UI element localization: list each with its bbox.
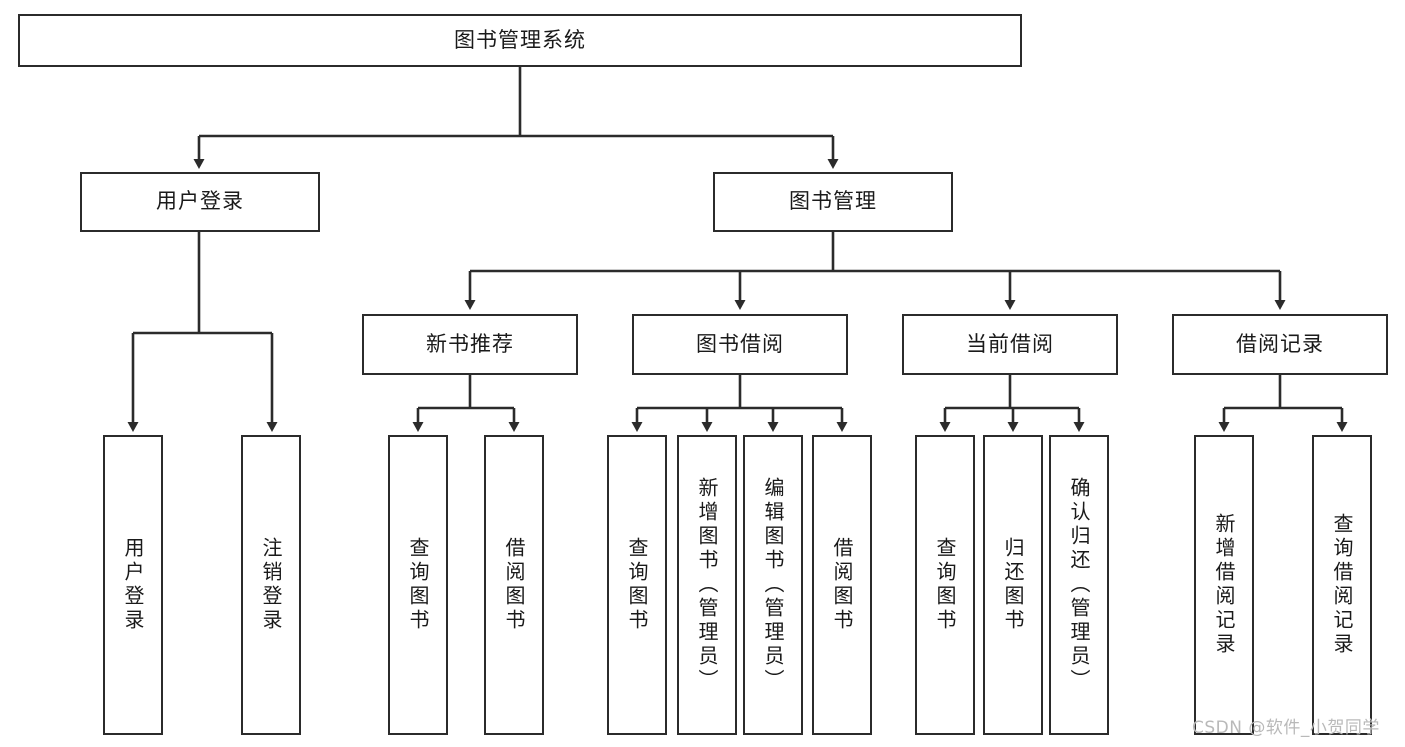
leaf-records-query-record[interactable]: 查询借阅记录 — [1312, 435, 1372, 735]
leaf-borrow-add-book-admin[interactable]: 新增图书（管理员） — [677, 435, 737, 735]
node-label: 查询图书 — [625, 537, 649, 633]
node-label: 借阅图书 — [830, 537, 854, 633]
node-label: 归还图书 — [1001, 537, 1025, 633]
node-label: 图书管理 — [789, 189, 877, 214]
node-label: 新增图书（管理员） — [695, 477, 719, 693]
node-label: 图书借阅 — [696, 331, 784, 356]
node-root-system[interactable]: 图书管理系统 — [18, 14, 1022, 67]
node-label: 新书推荐 — [426, 331, 514, 356]
csdn-watermark: CSDN @软件_小贺同学 — [1192, 718, 1380, 738]
node-label: 确认归还（管理员） — [1067, 477, 1091, 693]
node-new-book-recommend[interactable]: 新书推荐 — [362, 314, 578, 375]
leaf-user-login-logout[interactable]: 注销登录 — [241, 435, 301, 735]
leaf-new-book-borrow[interactable]: 借阅图书 — [484, 435, 544, 735]
node-label: 查询图书 — [406, 537, 430, 633]
node-label: 编辑图书（管理员） — [761, 477, 785, 693]
node-label: 用户登录 — [156, 189, 244, 214]
node-book-borrow[interactable]: 图书借阅 — [632, 314, 848, 375]
leaf-borrow-query-book[interactable]: 查询图书 — [607, 435, 667, 735]
node-label: 查询借阅记录 — [1330, 513, 1354, 657]
node-current-borrow[interactable]: 当前借阅 — [902, 314, 1118, 375]
node-label: 用户登录 — [121, 537, 145, 633]
node-label: 新增借阅记录 — [1212, 513, 1236, 657]
leaf-borrow-borrow-book[interactable]: 借阅图书 — [812, 435, 872, 735]
leaf-borrow-edit-book-admin[interactable]: 编辑图书（管理员） — [743, 435, 803, 735]
leaf-user-login-login[interactable]: 用户登录 — [103, 435, 163, 735]
node-label: 借阅记录 — [1236, 331, 1324, 356]
leaf-new-book-query[interactable]: 查询图书 — [388, 435, 448, 735]
node-label: 图书管理系统 — [454, 27, 586, 52]
node-user-login[interactable]: 用户登录 — [80, 172, 320, 232]
leaf-current-confirm-return-admin[interactable]: 确认归还（管理员） — [1049, 435, 1109, 735]
leaf-current-return-book[interactable]: 归还图书 — [983, 435, 1043, 735]
node-label: 查询图书 — [933, 537, 957, 633]
node-label: 借阅图书 — [502, 537, 526, 633]
leaf-records-add-record[interactable]: 新增借阅记录 — [1194, 435, 1254, 735]
node-book-management[interactable]: 图书管理 — [713, 172, 953, 232]
node-label: 注销登录 — [259, 537, 283, 633]
node-borrow-records[interactable]: 借阅记录 — [1172, 314, 1388, 375]
node-label: 当前借阅 — [966, 331, 1054, 356]
leaf-current-query-book[interactable]: 查询图书 — [915, 435, 975, 735]
